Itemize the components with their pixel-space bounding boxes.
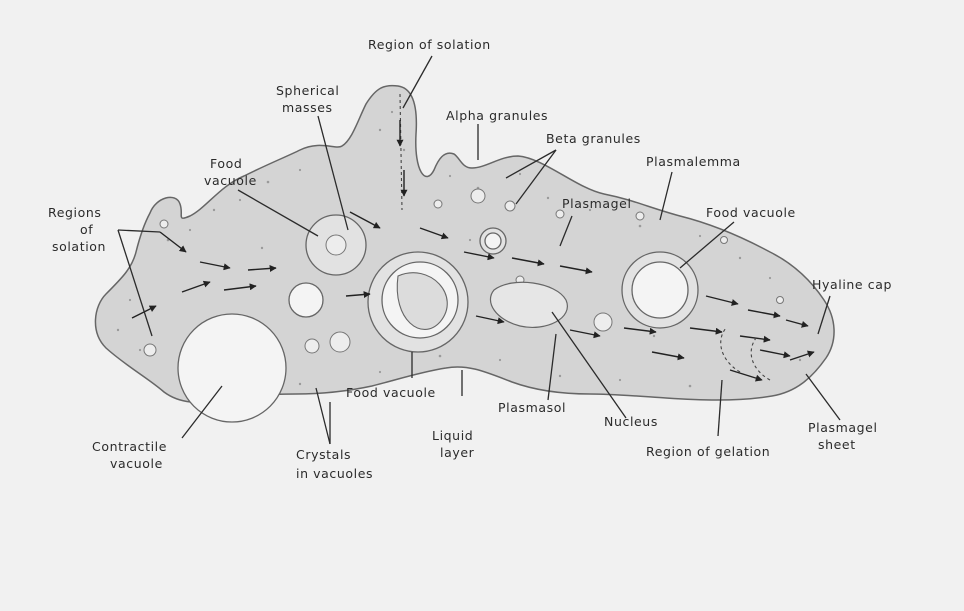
label-food-vacuole-bottom: Food vacuole: [346, 385, 436, 400]
label-food-vacuole-left-line2: vacuole: [204, 173, 257, 188]
label-region-of-gelation: Region of gelation: [646, 444, 770, 459]
label-liquid-layer-line2: layer: [440, 445, 475, 460]
label-hyaline-cap: Hyaline cap: [812, 277, 892, 292]
label-regions-of-solation-line2: of: [80, 222, 93, 237]
label-regions-of-solation-line1: Regions: [48, 205, 102, 220]
label-alpha-granules: Alpha granules: [446, 108, 548, 123]
label-liquid-layer-line1: Liquid: [432, 428, 473, 443]
label-food-vacuole-left-line1: Food: [210, 156, 242, 171]
label-spherical-masses-line2: masses: [282, 100, 333, 115]
label-plasmagel: Plasmagel: [562, 196, 632, 211]
label-regions-of-solation-line3: solation: [52, 239, 106, 254]
label-plasmalemma: Plasmalemma: [646, 154, 741, 169]
label-plasmasol: Plasmasol: [498, 400, 566, 415]
label-crystals-in-vacuoles-line1: Crystals: [296, 447, 351, 462]
label-region-of-solation-top: Region of solation: [368, 37, 491, 52]
label-contractile-vacuole-line1: Contractile: [92, 439, 167, 454]
label-nucleus: Nucleus: [604, 414, 658, 429]
label-food-vacuole-right: Food vacuole: [706, 205, 796, 220]
label-beta-granules: Beta granules: [546, 131, 641, 146]
small-vacuole-left: [289, 283, 323, 317]
label-plasmagel-sheet-line1: Plasmagel: [808, 420, 878, 435]
label-crystals-in-vacuoles-line2: in vacuoles: [296, 466, 373, 481]
contractile-vacuole: [178, 314, 286, 422]
label-spherical-masses-line1: Spherical: [276, 83, 340, 98]
food-vacuole-right-inner: [632, 262, 688, 318]
spherical-mass: [326, 235, 346, 255]
label-contractile-vacuole-line2: vacuole: [110, 456, 163, 471]
label-plasmagel-sheet-line2: sheet: [818, 437, 856, 452]
food-vacuole-small-inner: [485, 233, 501, 249]
